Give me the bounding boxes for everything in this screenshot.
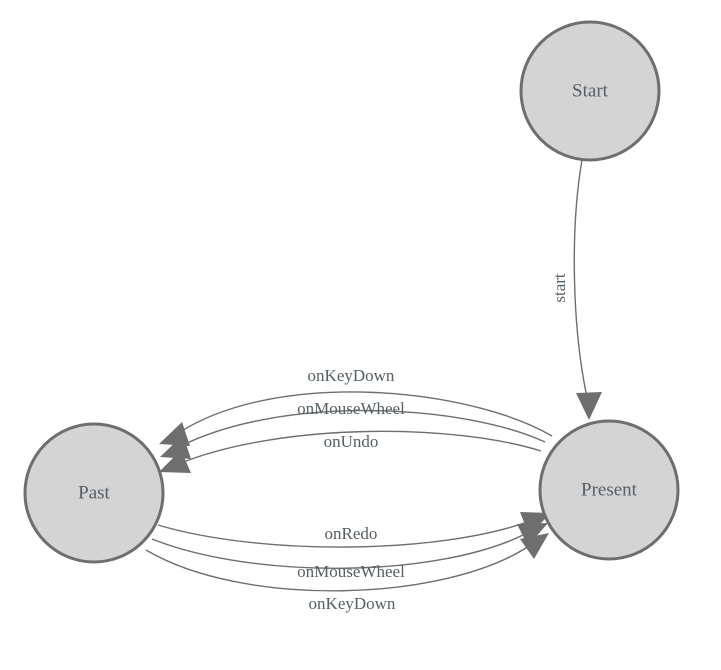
node-start-label: Start (572, 80, 609, 101)
edge-past-present-wheel[interactable]: onMouseWheel (151, 523, 548, 581)
edge-present-past-undo-path (180, 430, 542, 464)
edge-present-past-keydown-path (179, 391, 553, 437)
edge-present-past-keydown-label: onKeyDown (308, 366, 395, 385)
edge-present-past-undo-arrowhead (159, 450, 191, 473)
edge-present-past-undo[interactable]: onUndo (159, 430, 542, 473)
edge-past-present-redo[interactable]: onRedo (157, 512, 551, 548)
node-past-circle (23, 422, 165, 564)
edge-past-present-keydown-path (145, 545, 530, 592)
edge-start-path (573, 159, 589, 403)
edge-present-past-wheel[interactable]: onMouseWheel (160, 399, 546, 459)
edge-past-present-redo-path (157, 520, 531, 548)
edge-present-past-wheel-path (180, 409, 546, 447)
edge-past-present-keydown[interactable]: onKeyDown (145, 533, 549, 613)
node-present-circle (538, 419, 680, 561)
node-present-label: Present (581, 479, 638, 500)
edge-past-present-wheel-arrowhead (517, 523, 548, 546)
edge-past-present-wheel-path (151, 532, 528, 569)
node-past-label: Past (78, 482, 110, 503)
edge-past-present-keydown-label: onKeyDown (309, 594, 396, 613)
node-past[interactable]: Past (23, 422, 165, 564)
edge-present-past-undo-label: onUndo (324, 432, 379, 451)
edge-past-present-wheel-label: onMouseWheel (297, 562, 405, 581)
edge-past-present-keydown-arrowhead (520, 533, 549, 559)
edge-present-past-wheel-arrowhead (160, 435, 191, 459)
edge-present-past-wheel-label: onMouseWheel (297, 399, 405, 418)
edge-start-label: start (550, 273, 569, 303)
edge-start[interactable]: start (550, 159, 602, 420)
edge-past-present-redo-label: onRedo (325, 524, 378, 543)
node-present[interactable]: Present (538, 419, 680, 561)
node-start[interactable]: Start (519, 20, 661, 162)
edge-start-arrowhead (576, 392, 602, 420)
node-start-circle (519, 20, 661, 162)
